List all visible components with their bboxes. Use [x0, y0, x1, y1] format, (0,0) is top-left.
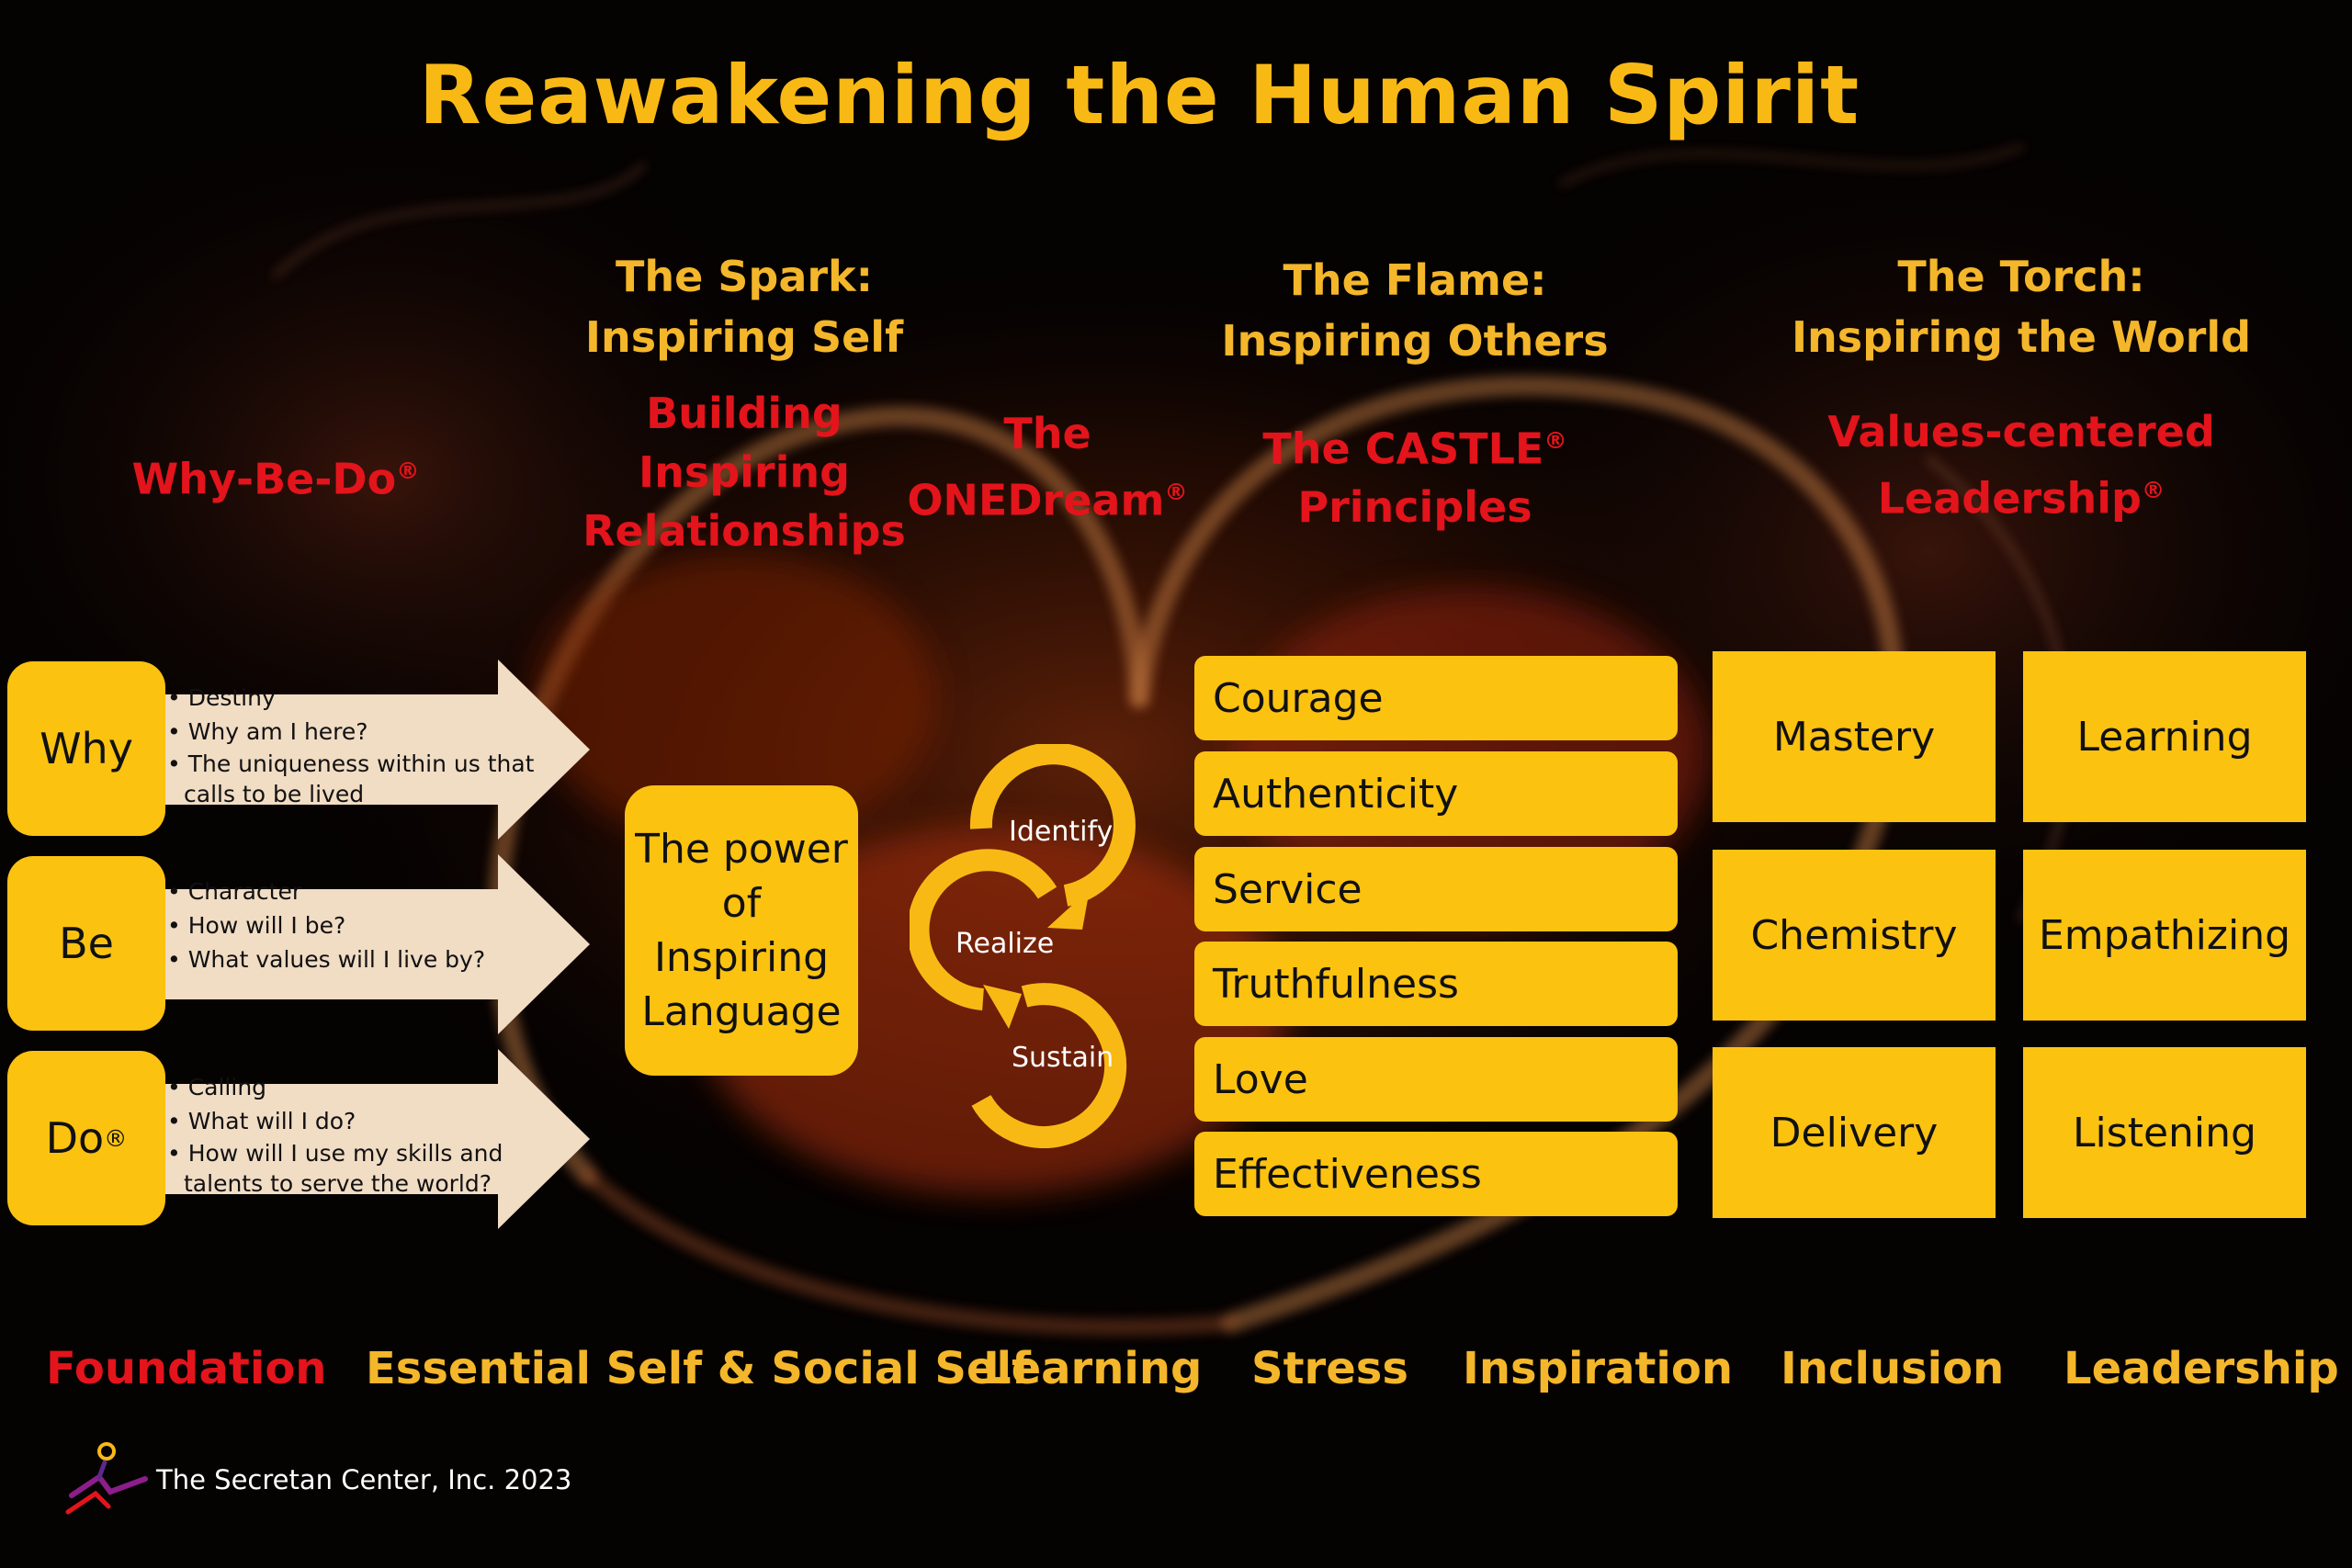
castle-item-love: Love — [1194, 1037, 1678, 1122]
castle-heading: The CASTLE® Principles — [1213, 412, 1617, 536]
why-bullets: • Destiny • Why am I here? • The uniquen… — [167, 681, 535, 809]
power-line3: Inspiring — [653, 934, 830, 981]
torch-heading-line1: The Torch: — [1897, 252, 2145, 301]
cycle-sustain: Sustain — [1012, 1042, 1114, 1074]
cycle-identify: Identify — [1009, 816, 1114, 848]
bullet-item: • How will I use my skills and talents t… — [167, 1140, 503, 1197]
footer-learning: Learning — [983, 1343, 1203, 1394]
cycle-realize: Realize — [956, 928, 1055, 960]
registered-mark: ® — [2141, 477, 2165, 503]
arrow-head-icon — [983, 985, 1022, 1029]
value-empathizing: Empathizing — [2023, 850, 2306, 1021]
be-box: Be — [7, 856, 165, 1031]
castle-line2: Principles — [1297, 482, 1532, 533]
onedream-line2: ONEDream — [907, 475, 1165, 525]
arrow-head-icon — [1047, 889, 1090, 930]
value-learning: Learning — [2023, 651, 2306, 822]
castle-item-service: Service — [1194, 847, 1678, 931]
footer-leadership: Leadership — [2064, 1343, 2339, 1394]
do-bullets: • Calling • What will I do? • How will I… — [167, 1070, 535, 1199]
registered-mark: ® — [396, 457, 420, 484]
power-line1: The power — [635, 826, 848, 873]
spark-heading-line1: The Spark: — [615, 252, 874, 301]
registered-mark: ® — [104, 1124, 128, 1152]
building-relationships-heading: Building Inspiring Relationships — [560, 384, 928, 560]
footer-essential-social-self: Essential Self & Social Self — [366, 1343, 1031, 1394]
registered-mark: ® — [1164, 479, 1188, 505]
values-leadership-heading: Values-centered Leadership® — [1782, 402, 2260, 527]
castle-line1: The CASTLE — [1262, 423, 1544, 474]
value-chemistry: Chemistry — [1713, 850, 1996, 1021]
bullet-item: • Character — [167, 878, 302, 905]
castle-item-courage: Courage — [1194, 656, 1678, 740]
building-line3: Relationships — [582, 506, 906, 556]
value-listening: Listening — [2023, 1047, 2306, 1218]
onedream-cycle-diagram — [910, 744, 1136, 1148]
do-label: Do — [45, 1113, 105, 1163]
castle-item-effectiveness: Effectiveness — [1194, 1132, 1678, 1216]
bullet-item: • Destiny — [167, 684, 276, 711]
why-arrow-shape — [156, 660, 590, 840]
onedream-line1: The — [1003, 409, 1091, 458]
torch-heading: The Torch: Inspiring the World — [1782, 246, 2260, 367]
building-line2: Inspiring — [638, 447, 851, 497]
registered-mark: ® — [1544, 427, 1567, 454]
onedream-heading: The ONEDream® — [882, 404, 1213, 529]
copyright-text: The Secretan Center, Inc. 2023 — [156, 1464, 572, 1495]
footer-stress: Stress — [1251, 1343, 1408, 1394]
do-box: Do® — [7, 1051, 165, 1225]
value-delivery: Delivery — [1713, 1047, 1996, 1218]
torch-heading-line2: Inspiring the World — [1791, 312, 2252, 362]
castle-item-authenticity: Authenticity — [1194, 751, 1678, 836]
flame-heading: The Flame: Inspiring Others — [1194, 250, 1635, 371]
why-label: Why — [40, 724, 133, 773]
bullet-item: • What values will I live by? — [167, 946, 486, 973]
building-line1: Building — [646, 389, 842, 438]
castle-item-truthfulness: Truthfulness — [1194, 942, 1678, 1026]
be-bullets: • Character • How will I be? • What valu… — [167, 874, 535, 976]
footer-inspiration: Inspiration — [1463, 1343, 1734, 1394]
page-title: Reawakening the Human Spirit — [418, 48, 1860, 142]
flame-heading-line2: Inspiring Others — [1221, 316, 1609, 366]
why-be-do-heading: Why-Be-Do® — [92, 442, 459, 508]
bullet-item: • Why am I here? — [167, 718, 368, 745]
why-box: Why — [7, 661, 165, 836]
spark-heading-line2: Inspiring Self — [584, 312, 904, 362]
power-line4: Language — [641, 988, 842, 1035]
values-line1: Values-centered — [1827, 407, 2215, 457]
bullet-item: • The uniqueness within us that calls to… — [167, 750, 535, 807]
why-be-do-label: Why-Be-Do — [131, 454, 397, 504]
be-arrow-shape — [156, 854, 590, 1034]
value-mastery: Mastery — [1713, 651, 1996, 822]
bullet-item: • What will I do? — [167, 1108, 356, 1134]
power-of-inspiring-language-box: The power of Inspiring Language — [625, 785, 858, 1076]
footer-inclusion: Inclusion — [1781, 1343, 2005, 1394]
be-label: Be — [59, 919, 114, 968]
bullet-item: • Calling — [167, 1074, 267, 1100]
bullet-item: • How will I be? — [167, 912, 346, 939]
footer-foundation: Foundation — [46, 1343, 327, 1394]
spark-heading: The Spark: Inspiring Self — [524, 246, 965, 367]
do-arrow-shape — [156, 1049, 590, 1229]
flame-heading-line1: The Flame: — [1283, 255, 1547, 305]
values-line2: Leadership — [1877, 473, 2142, 524]
secretan-logo-icon — [65, 1442, 148, 1515]
power-line2: of — [721, 880, 762, 927]
